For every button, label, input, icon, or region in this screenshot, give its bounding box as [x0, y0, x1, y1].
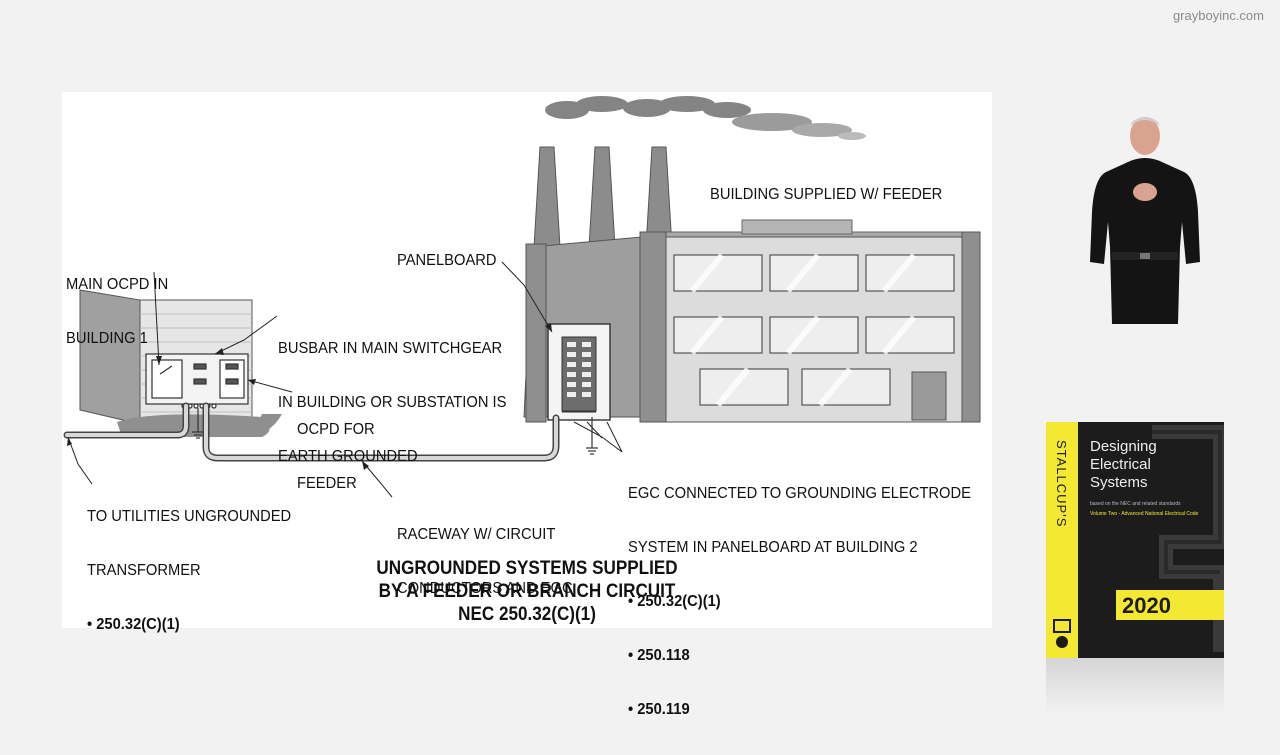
publisher-logo-icon — [1053, 619, 1071, 648]
egc-ref: • 250.119 — [628, 701, 690, 718]
main-switchgear — [145, 353, 249, 409]
book-year-band — [1116, 590, 1224, 620]
book-reflection — [1046, 658, 1224, 714]
diagram-illustration — [63, 96, 981, 498]
utilities-label: TO UTILITIES UNGROUNDED TRANSFORMER • 25… — [87, 472, 291, 670]
egc-ref: • 250.32(C)(1) — [628, 593, 721, 610]
book-title: Designing Electrical Systems — [1090, 438, 1157, 492]
main-ocpd-label: MAIN OCPD IN BUILDING 1 — [66, 240, 168, 384]
panelboard — [547, 323, 611, 421]
caption-line: BY A FEEDER OR BRANCH CIRCUIT — [378, 581, 676, 602]
book-title-line: Systems — [1090, 474, 1148, 491]
book-spine — [1046, 422, 1078, 658]
presenter-hands — [1133, 183, 1157, 201]
main-ocpd-label-line: BUILDING 1 — [66, 330, 148, 347]
ocpd-feeder-label: OCPD FOR FEEDER — [297, 385, 375, 529]
busbar-label-line: EARTH GROUNDED — [278, 448, 418, 465]
book-year: 2020 — [1122, 593, 1171, 618]
smoke-clouds — [545, 96, 866, 140]
book-subtitle: based on the NEC and related standards — [1090, 501, 1181, 507]
egc-connected-label-line: SYSTEM IN PANELBOARD AT BUILDING 2 — [628, 539, 918, 556]
feeder-raceway — [63, 402, 560, 462]
book-cover: STALLCUP'S Designing Electrical Systems … — [1046, 422, 1224, 658]
book-volume: Volume Two - Advanced National Electrica… — [1090, 511, 1199, 517]
busbar-label: BUSBAR IN MAIN SWITCHGEAR IN BUILDING OR… — [278, 304, 506, 502]
interpreter-video — [1088, 112, 1202, 324]
busbar-label-line: BUSBAR IN MAIN SWITCHGEAR — [278, 340, 503, 357]
ocpd-feeder-label-line: OCPD FOR — [297, 421, 375, 438]
presenter-body — [1090, 158, 1200, 324]
diagram-caption: UNGROUNDED SYSTEMS SUPPLIED BY A FEEDER … — [325, 557, 730, 626]
main-ocpd-label-line: MAIN OCPD IN — [66, 276, 169, 293]
panelboard-label: PANELBOARD — [397, 252, 497, 269]
book-numeral-graphic — [1152, 425, 1224, 652]
raceway-label: RACEWAY W/ CIRCUIT CONDUCTORS AND EGC — [397, 490, 573, 634]
caption-line: NEC 250.32(C)(1) — [458, 604, 596, 625]
egc-connected-label-line: EGC CONNECTED TO GROUNDING ELECTRODE — [628, 485, 971, 502]
egc-connected-label: EGC CONNECTED TO GROUNDING ELECTRODE SYS… — [628, 449, 971, 755]
leader-arrowheads — [67, 323, 552, 470]
building-supplied-label: BUILDING SUPPLIED W/ FEEDER — [710, 186, 943, 203]
book-spine-text: STALLCUP'S — [1054, 440, 1069, 528]
raceway-label-line: RACEWAY W/ CIRCUIT — [397, 526, 556, 543]
leader-lines — [67, 261, 623, 498]
ocpd-feeder-label-line: FEEDER — [297, 475, 357, 492]
utilities-label-line: TRANSFORMER — [87, 562, 201, 579]
caption-line: UNGROUNDED SYSTEMS SUPPLIED — [376, 558, 678, 579]
egc-ref: • 250.118 — [628, 647, 690, 664]
ground-symbol — [192, 408, 598, 455]
book-title-line: Electrical — [1090, 456, 1151, 473]
presenter-head — [1130, 117, 1160, 155]
diagram-slide: MAIN OCPD IN BUILDING 1 BUSBAR IN MAIN S… — [62, 92, 992, 718]
site-watermark: grayboyinc.com — [1172, 8, 1264, 23]
utilities-label-line: TO UTILITIES UNGROUNDED — [87, 508, 292, 525]
raceway-label-line: CONDUCTORS AND EGC — [397, 580, 573, 597]
smokestacks — [533, 146, 673, 248]
busbar-label-line: IN BUILDING OR SUBSTATION IS — [278, 394, 507, 411]
book-title-line: Designing — [1090, 438, 1157, 455]
utilities-ref: • 250.32(C)(1) — [87, 616, 180, 633]
